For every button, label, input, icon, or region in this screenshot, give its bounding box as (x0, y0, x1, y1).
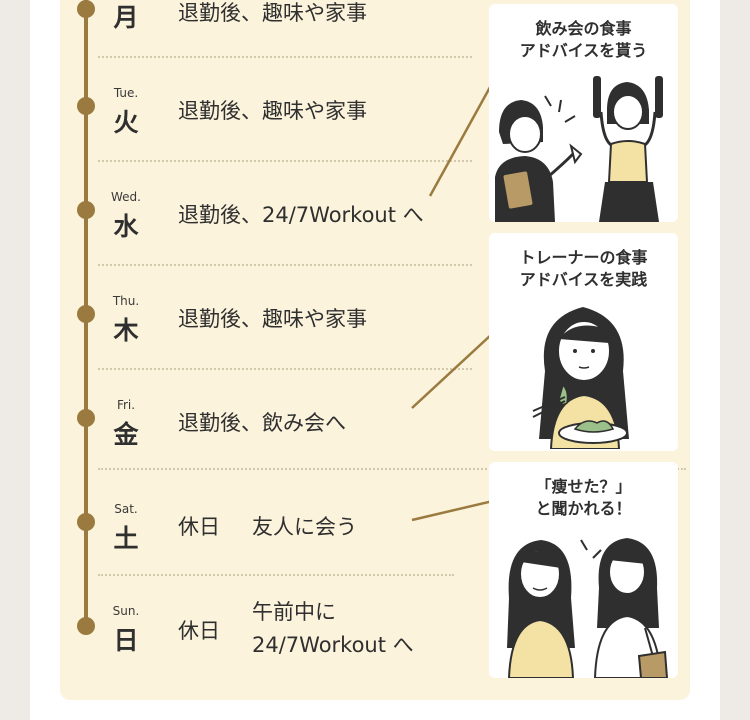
trainer-advice-illustration-icon (495, 76, 663, 222)
day-kanji: 水 (113, 212, 139, 241)
day-kanji: 月 (113, 3, 139, 32)
timeline-dot-thu (77, 305, 95, 323)
day-activity: 退勤後、趣味や家事 (178, 99, 367, 123)
row-divider (98, 264, 472, 266)
timeline-dot-wed (77, 201, 95, 219)
day-activity: 休日 (178, 619, 220, 643)
day-kanji: 火 (113, 108, 139, 137)
row-divider (98, 574, 454, 576)
day-activity: 退勤後、飲み会へ (178, 411, 346, 435)
day-abbr: Fri. (116, 398, 136, 412)
eating-salad-illustration-icon (532, 307, 629, 449)
day-activity: 退勤後、趣味や家事 (178, 1, 367, 25)
illustration-caption: トレーナーの食事 (519, 248, 648, 267)
illustration-caption: 飲み会の食事 (535, 19, 632, 38)
day-abbr: Wed. (111, 190, 141, 204)
timeline-dot-sat (77, 513, 95, 531)
day-kanji: 金 (113, 420, 139, 449)
timeline-dot-fri (77, 409, 95, 427)
illustration-card-friends: 「痩せた？」 と聞かれる！ (489, 462, 678, 678)
illustration-caption: アドバイスを貰う (519, 41, 648, 60)
illustration-caption: アドバイスを実践 (519, 270, 648, 289)
row-divider (98, 56, 472, 58)
timeline-dot-mon (77, 0, 95, 18)
day-activity: 休日 (178, 515, 220, 539)
day-activity-detail: 午前中に (252, 600, 336, 624)
row-divider (98, 160, 472, 162)
day-kanji: 木 (113, 316, 139, 345)
illustration-card-advice: 飲み会の食事 アドバイスを貰う (489, 4, 678, 222)
illustration-caption: と聞かれる！ (535, 499, 632, 518)
day-abbr: Sat. (114, 502, 138, 516)
day-activity-detail: 24/7Workout へ (252, 633, 414, 657)
day-kanji: 日 (113, 626, 139, 655)
friends-chatting-illustration-icon (507, 538, 669, 678)
day-activity: 退勤後、24/7Workout へ (178, 203, 424, 227)
day-activity: 退勤後、趣味や家事 (178, 307, 367, 331)
timeline-dot-sun (77, 617, 95, 635)
day-kanji: 土 (113, 524, 139, 553)
day-abbr: Tue. (113, 86, 139, 100)
row-divider (98, 368, 472, 370)
row-divider (98, 468, 686, 470)
day-abbr: Sun. (112, 604, 140, 618)
day-activity-detail: 友人に会う (252, 515, 357, 539)
illustration-card-salad: トレーナーの食事 アドバイスを実践 (489, 233, 678, 451)
timeline-dot-tue (77, 97, 95, 115)
illustration-caption: 「痩せた？」 (535, 477, 632, 496)
day-abbr: Thu. (112, 294, 140, 308)
